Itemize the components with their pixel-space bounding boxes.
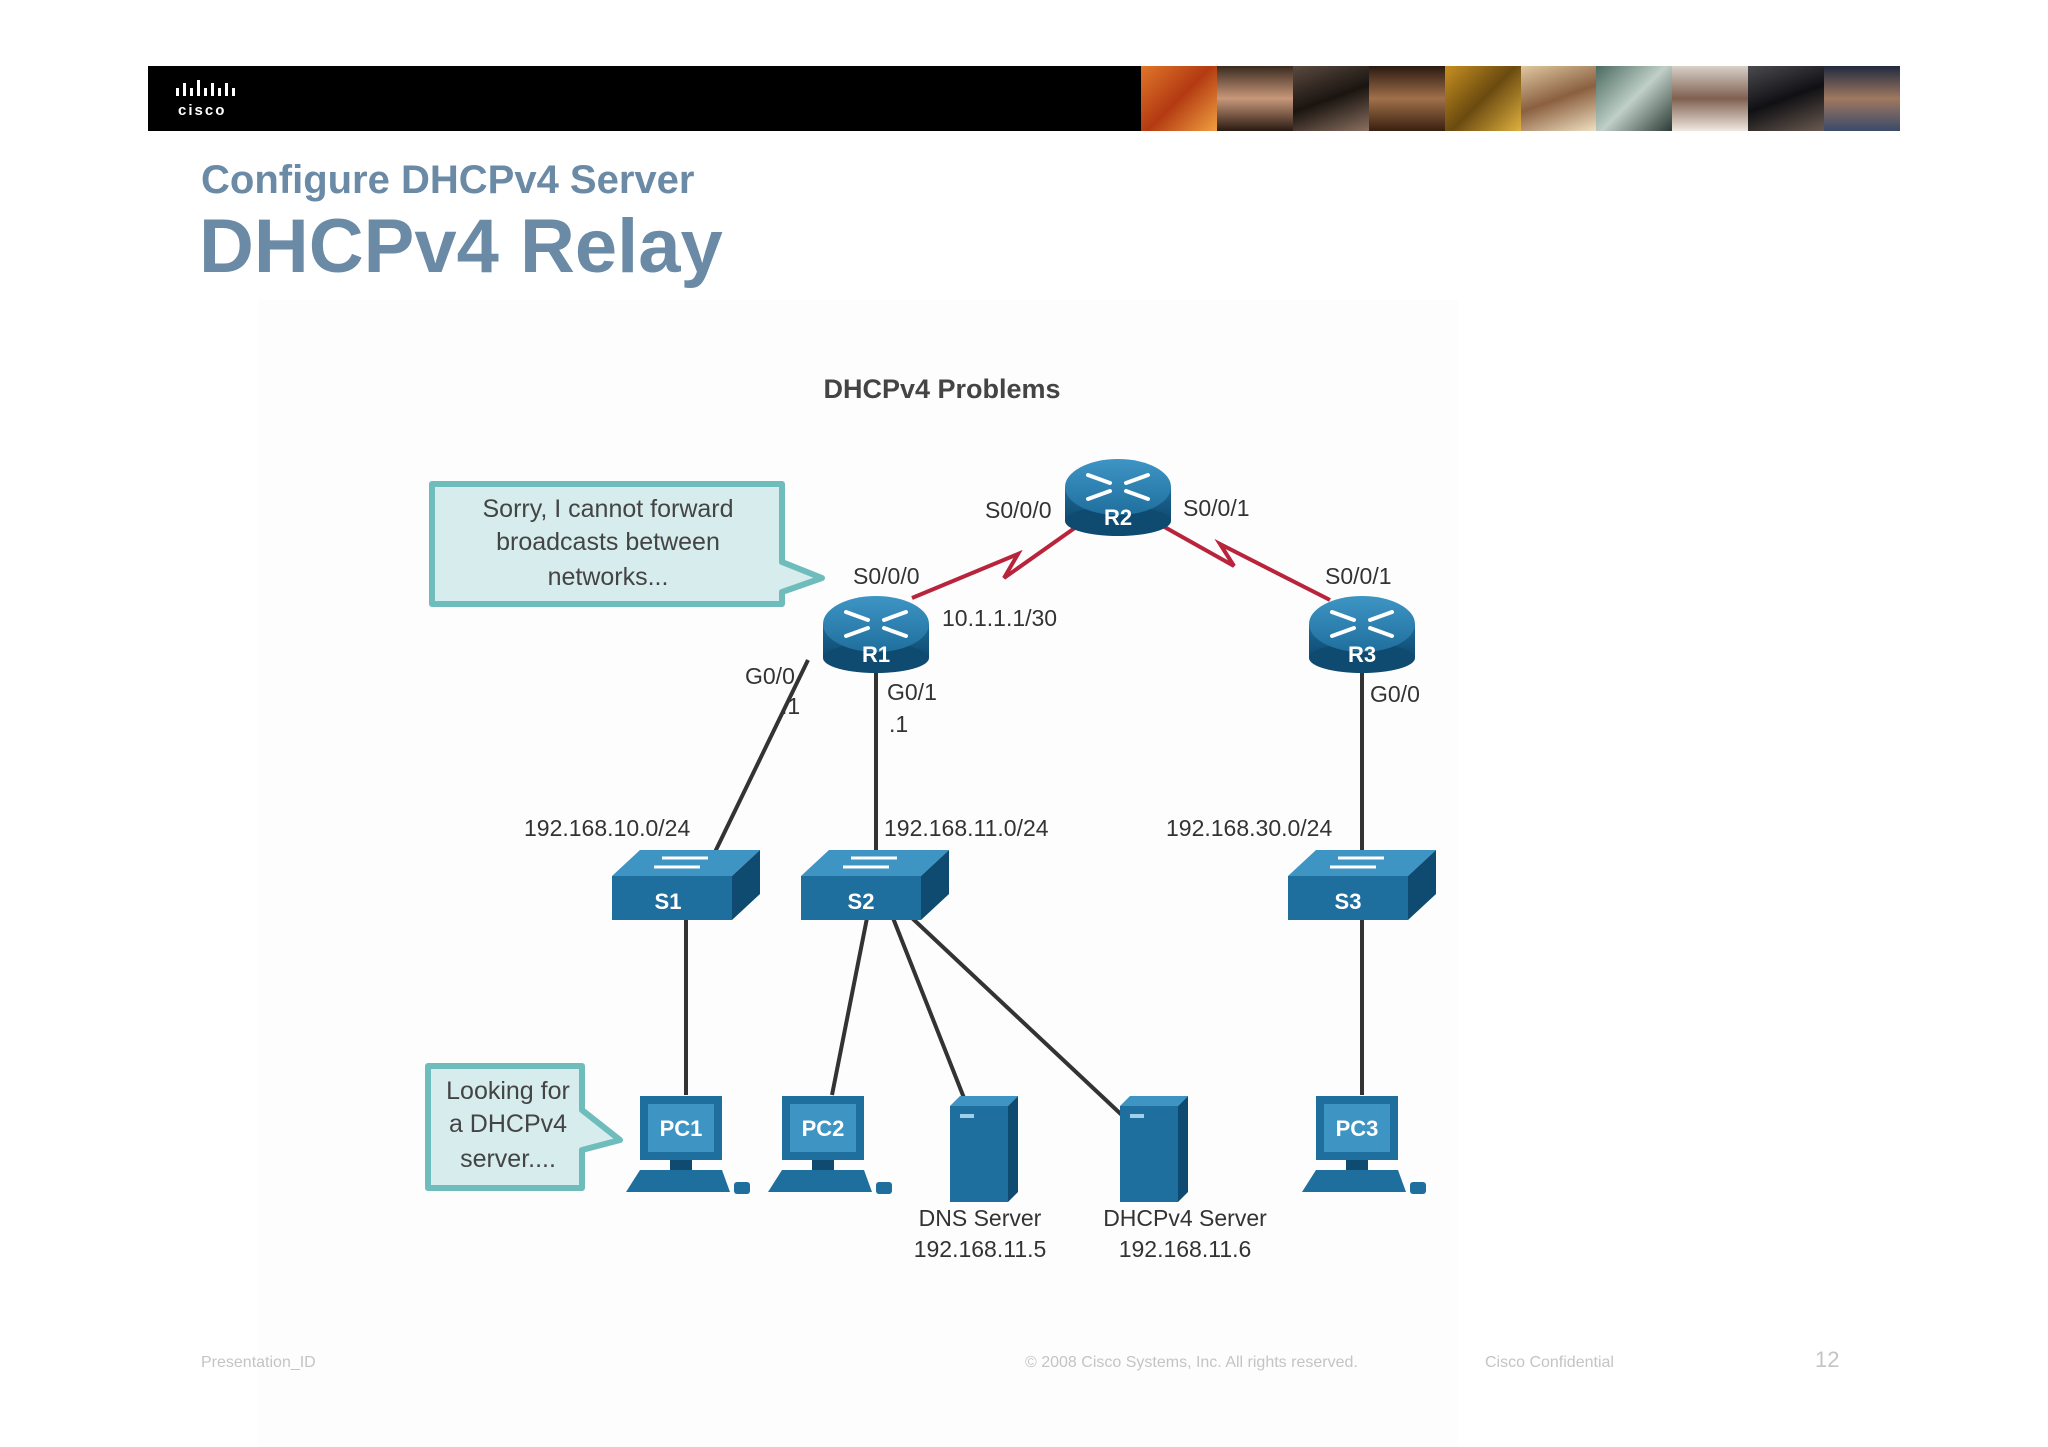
router-callout-line2: broadcasts between — [496, 528, 720, 556]
ethernet-links — [684, 659, 1364, 1120]
router-r3[interactable]: R3 — [1309, 596, 1415, 673]
pc-pc1[interactable]: PC1 — [626, 1096, 750, 1194]
pc-callout-line2: a DHCPv4 — [449, 1110, 567, 1138]
pc-callout: Looking for a DHCPv4 server.... — [425, 1063, 623, 1191]
slide-subtitle: Configure DHCPv4 Server — [201, 158, 695, 202]
pc-pc3-label: PC3 — [1336, 1116, 1379, 1141]
footer-presentation-id: Presentation_ID — [201, 1354, 316, 1371]
router-r3-label: R3 — [1348, 642, 1376, 667]
link-s2-pc2 — [830, 917, 869, 1096]
switch-s1[interactable]: S1 — [612, 850, 760, 920]
switch-s2-label: S2 — [848, 889, 875, 914]
serial-links — [911, 518, 1331, 602]
switch-s2[interactable]: S2 — [801, 850, 949, 920]
page-number: 12 — [1815, 1347, 1840, 1372]
header-banner: cisco — [148, 66, 1900, 131]
cisco-logo-text: cisco — [178, 102, 227, 119]
label-r3-s001: S0/0/1 — [1325, 563, 1392, 589]
switch-s3[interactable]: S3 — [1288, 850, 1436, 920]
pc-callout-line3: server.... — [460, 1145, 556, 1173]
label-r2-s001: S0/0/1 — [1183, 495, 1250, 521]
switch-s3-label: S3 — [1335, 889, 1362, 914]
label-lan2: 192.168.11.0/24 — [884, 815, 1049, 841]
cisco-logo — [176, 80, 235, 96]
label-r1-s000: S0/0/0 — [853, 563, 920, 589]
label-r1-g00-host: .1 — [781, 693, 800, 719]
label-r3-g00: G0/0 — [1370, 681, 1420, 707]
pc-pc3[interactable]: PC3 — [1302, 1096, 1426, 1194]
link-r1-s1 — [713, 659, 810, 853]
slide-title: DHCPv4 Relay — [199, 204, 723, 289]
dns-server-name: DNS Server — [919, 1205, 1042, 1231]
link-s2-dhcp — [910, 916, 1127, 1120]
label-lan3: 192.168.30.0/24 — [1166, 815, 1332, 841]
dns-server-ip: 192.168.11.5 — [914, 1236, 1047, 1262]
link-r1-r2 — [911, 518, 1088, 600]
switch-s1-label: S1 — [655, 889, 682, 914]
router-r2-label: R2 — [1104, 505, 1132, 530]
diagram-title: DHCPv4 Problems — [823, 374, 1060, 404]
label-lan1: 192.168.10.0/24 — [524, 815, 690, 841]
photo-strip — [1141, 66, 1900, 131]
pc-pc2[interactable]: PC2 — [768, 1096, 892, 1194]
dhcp-server-name: DHCPv4 Server — [1103, 1205, 1267, 1231]
router-callout-line3: networks... — [548, 563, 669, 591]
label-r1-g01: G0/1 — [887, 679, 937, 705]
router-r1-label: R1 — [862, 642, 890, 667]
footer-confidential: Cisco Confidential — [1485, 1354, 1614, 1371]
router-r2[interactable]: R2 — [1065, 459, 1171, 536]
label-r2-s000: S0/0/0 — [985, 497, 1052, 523]
dns-server[interactable] — [950, 1096, 1018, 1202]
pc-callout-line1: Looking for — [446, 1077, 570, 1105]
label-r1-g01-host: .1 — [889, 711, 908, 737]
footer-copyright: © 2008 Cisco Systems, Inc. All rights re… — [1025, 1354, 1358, 1371]
link-r2-r3 — [1151, 518, 1331, 602]
dhcp-server[interactable] — [1120, 1096, 1188, 1202]
pc-pc1-label: PC1 — [660, 1116, 703, 1141]
dhcp-server-ip: 192.168.11.6 — [1119, 1236, 1252, 1262]
pc-pc2-label: PC2 — [802, 1116, 845, 1141]
label-r1-serial-ip: 10.1.1.1/30 — [942, 605, 1057, 631]
label-r1-g00: G0/0 — [745, 663, 795, 689]
router-callout-line1: Sorry, I cannot forward — [482, 495, 733, 523]
router-callout: Sorry, I cannot forward broadcasts betwe… — [429, 481, 825, 607]
router-r1[interactable]: R1 — [823, 596, 929, 673]
link-s2-dns — [891, 917, 968, 1104]
